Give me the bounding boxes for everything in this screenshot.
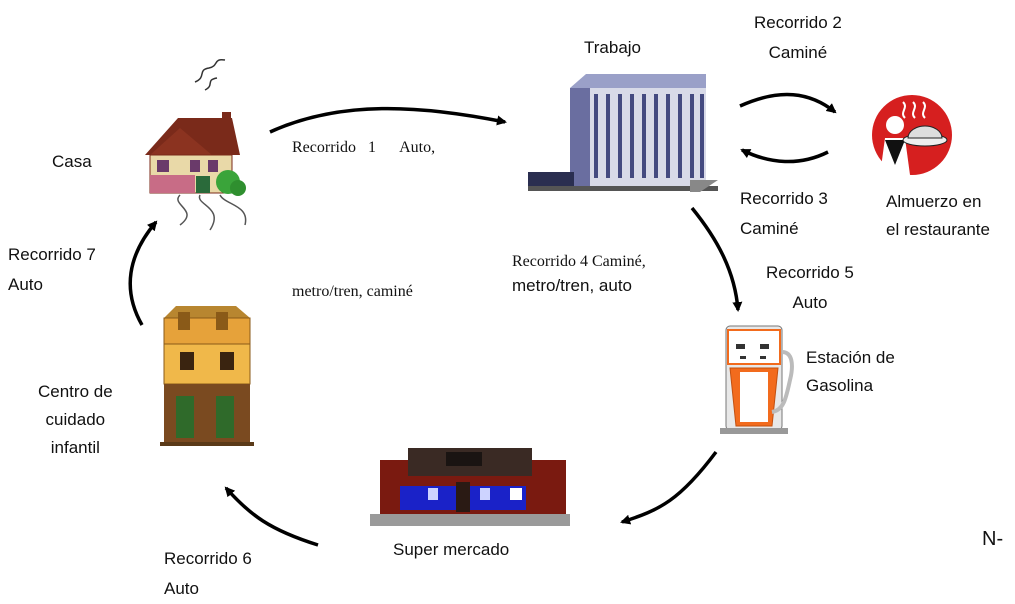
label-recorrido-6-line2: Auto xyxy=(164,579,199,598)
label-cuidado-line1: Centro de xyxy=(38,382,113,401)
label-recorrido-4-line2: metro/tren, auto xyxy=(512,276,633,295)
label-recorrido-5: Recorrido 5 Auto xyxy=(766,258,854,318)
label-recorrido-2-line2: Caminé xyxy=(768,43,828,62)
label-gasolina: Estación de Gasolina xyxy=(806,344,895,400)
label-recorrido-3: Recorrido 3 Caminé xyxy=(740,184,828,244)
gas-pump-icon xyxy=(720,325,794,434)
label-casa: Casa xyxy=(52,152,92,171)
label-recorrido-6-line1: Recorrido 6 xyxy=(164,549,252,568)
label-gasolina-line2: Gasolina xyxy=(806,376,874,395)
label-recorrido-3-line1: Recorrido 3 xyxy=(740,189,828,208)
arrow-recorrido-3 xyxy=(740,148,829,164)
label-recorrido-2-line1: Recorrido 2 xyxy=(754,13,842,32)
arrow-recorrido-1 xyxy=(269,106,507,134)
label-restaurante: Almuerzo en el restaurante xyxy=(886,188,990,244)
label-recorrido-1-line2: metro/tren, caminé xyxy=(292,283,413,300)
label-recorrido-7-line1: Recorrido 7 xyxy=(8,245,96,264)
label-recorrido-6: Recorrido 6 Auto xyxy=(164,544,252,604)
house-icon xyxy=(145,58,247,231)
arrow-recorrido-2 xyxy=(739,92,837,114)
label-trabajo: Trabajo xyxy=(584,38,642,57)
page-marker: N- xyxy=(982,528,1004,550)
supermarket-icon xyxy=(370,448,570,526)
label-recorrido-1: Recorrido 1 Auto, metro/tren, caminé xyxy=(292,28,435,364)
label-recorrido-3-line2: Caminé xyxy=(740,219,799,238)
label-recorrido-7-line2: Auto xyxy=(8,275,43,294)
arrow-recorrido-6 xyxy=(224,486,319,547)
label-cuidado-line3: infantil xyxy=(50,438,100,457)
label-recorrido-5-line2: Auto xyxy=(792,293,828,312)
label-recorrido-5-line1: Recorrido 5 xyxy=(766,263,854,282)
restaurant-waiter-icon xyxy=(872,95,952,175)
arrow-recorrido-7 xyxy=(128,220,158,326)
label-cuidado: Centro de cuidado infantil xyxy=(38,378,113,462)
childcare-building-icon xyxy=(160,306,254,446)
label-recorrido-4-line1: Recorrido 4 Caminé, xyxy=(512,253,646,270)
arrow-recorrido-4 xyxy=(690,206,743,312)
label-recorrido-2: Recorrido 2 Caminé xyxy=(754,8,842,68)
label-supermercado: Super mercado xyxy=(393,540,510,559)
label-recorrido-1-line1: Recorrido 1 Auto, xyxy=(292,139,436,156)
label-cuidado-line2: cuidado xyxy=(45,410,106,429)
label-restaurante-line2: el restaurante xyxy=(886,220,990,239)
label-recorrido-4: Recorrido 4 Caminé, metro/tren, auto xyxy=(512,250,646,298)
label-restaurante-line1: Almuerzo en xyxy=(886,192,982,211)
label-gasolina-line1: Estación de xyxy=(806,348,895,367)
label-recorrido-7: Recorrido 7 Auto xyxy=(8,240,96,300)
arrow-to-supermercado xyxy=(620,450,718,525)
office-building-icon xyxy=(528,74,718,192)
